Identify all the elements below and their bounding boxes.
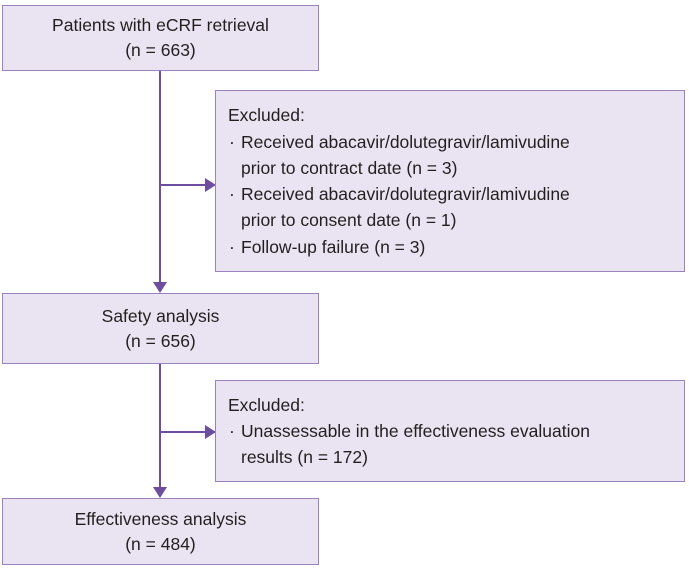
- excluded-1-item-1-line2: prior to consent date (n = 1): [241, 210, 457, 231]
- arrowhead-down-to-effectiveness: [153, 487, 167, 498]
- excluded-1-item-0-line1: Received abacavir/dolutegravir/lamivudin…: [241, 131, 570, 152]
- connector-branch-to-excluded-1: [160, 184, 206, 186]
- excluded-1-item: Received abacavir/dolutegravir/lamivudin…: [228, 181, 570, 234]
- connector-branch-to-excluded-2: [160, 431, 206, 433]
- connector-safety-to-effectiveness: [159, 364, 161, 488]
- excluded-1-item-0-line2: prior to contract date (n = 3): [241, 157, 458, 178]
- arrowhead-right-to-excluded-1: [205, 178, 216, 192]
- excluded-1-item: Follow-up failure (n = 3): [228, 234, 570, 261]
- node-safety-analysis: Safety analysis (n = 656): [2, 293, 319, 364]
- node-effectiveness-line1: Effectiveness analysis: [74, 508, 247, 529]
- excluded-1-item-2-line1: Follow-up failure (n = 3): [241, 236, 426, 257]
- node-safety-line1: Safety analysis: [101, 305, 220, 326]
- node-enrolled-count: (n = 663): [125, 40, 196, 60]
- excluded-1-list: Received abacavir/dolutegravir/lamivudin…: [228, 129, 570, 261]
- excluded-2-title: Excluded:: [228, 394, 305, 415]
- excluded-1-title: Excluded:: [228, 105, 305, 126]
- connector-enrolled-to-safety: [159, 71, 161, 284]
- node-excluded-2: Excluded: Unassessable in the effectiven…: [215, 380, 685, 482]
- excluded-2-item: Unassessable in the effectiveness evalua…: [228, 418, 590, 471]
- node-enrolled-patients: Patients with eCRF retrieval (n = 663): [2, 5, 319, 71]
- node-excluded-1: Excluded: Received abacavir/dolutegravir…: [215, 90, 685, 272]
- excluded-1-item: Received abacavir/dolutegravir/lamivudin…: [228, 129, 570, 182]
- node-effectiveness-analysis: Effectiveness analysis (n = 484): [2, 498, 319, 565]
- excluded-2-item-0-line2: results (n = 172): [241, 447, 368, 468]
- excluded-1-item-1-line1: Received abacavir/dolutegravir/lamivudin…: [241, 184, 570, 204]
- arrowhead-right-to-excluded-2: [205, 425, 216, 439]
- node-safety-count: (n = 656): [125, 330, 196, 351]
- node-enrolled-line1: Patients with eCRF retrieval: [52, 15, 269, 36]
- node-effectiveness-count: (n = 484): [125, 533, 196, 554]
- excluded-2-item-0-line1: Unassessable in the effectiveness evalua…: [241, 420, 590, 441]
- excluded-2-list: Unassessable in the effectiveness evalua…: [228, 418, 590, 471]
- arrowhead-down-to-safety: [153, 282, 167, 293]
